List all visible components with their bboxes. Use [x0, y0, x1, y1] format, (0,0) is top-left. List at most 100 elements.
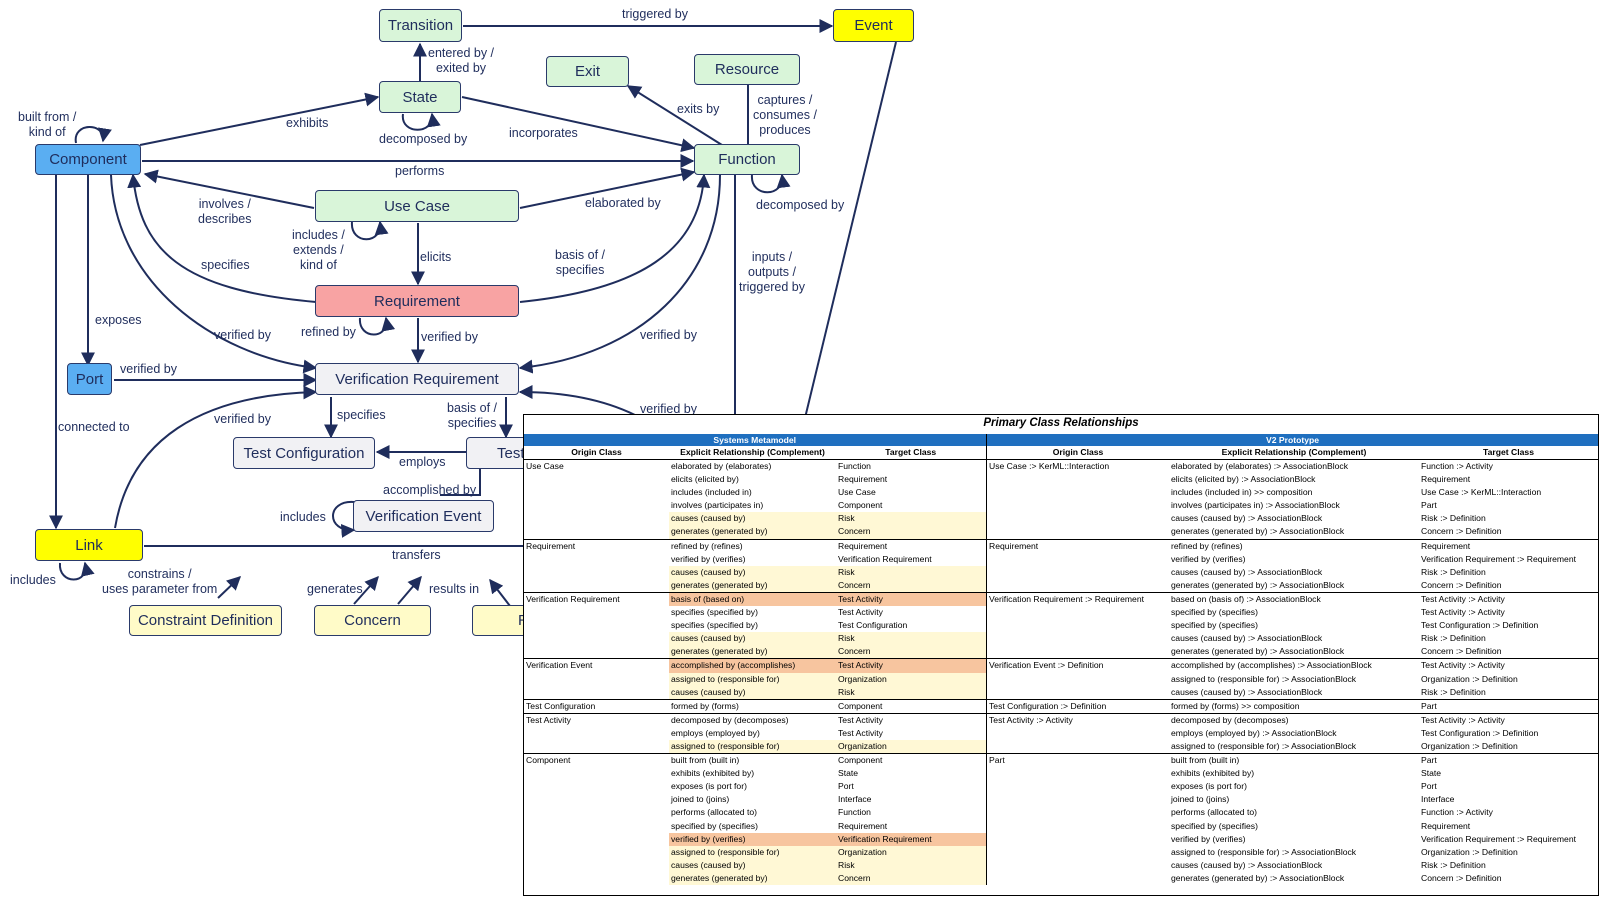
- target-cell: Concern :> Definition: [1421, 646, 1502, 657]
- col-header-relationship: Explicit Relationship (Complement): [680, 447, 825, 457]
- table-row: specified by (specifies)Requirement: [524, 820, 986, 833]
- relationship-cell: specified by (specifies): [1171, 620, 1258, 631]
- table-row: verified by (verifies) Verification Requi…: [987, 833, 1598, 846]
- node-link[interactable]: Link: [35, 529, 143, 561]
- relationship-cell: performs (allocated to): [671, 807, 757, 818]
- origin-cell: [524, 780, 669, 793]
- origin-cell: [987, 673, 1169, 686]
- relationship-table-panel: Primary Class Relationships Systems Meta…: [523, 414, 1599, 896]
- relationship-cell: decomposed by (decomposes): [1169, 712, 1419, 727]
- origin-cell: Component: [524, 753, 669, 768]
- origin-cell: [987, 859, 1169, 872]
- label-performs: performs: [395, 164, 445, 178]
- origin-cell: [524, 673, 669, 686]
- table-row: causes (caused by)Risk: [524, 512, 986, 526]
- relationship-cell: decomposed by (decomposes): [669, 712, 836, 727]
- target-cell: Requirement: [1419, 538, 1598, 553]
- target-cell: Function: [838, 807, 871, 818]
- label-exits-by: exits by: [677, 102, 720, 116]
- origin-cell: [987, 780, 1169, 793]
- relationship-cell: employs (employed by) :> AssociationBloc…: [1171, 727, 1337, 738]
- label-specifies-vr: specifies: [337, 408, 386, 422]
- node-use-case[interactable]: Use Case: [315, 190, 519, 222]
- relationship-cell: generates (generated by) :> AssociationB…: [1171, 526, 1345, 537]
- node-transition[interactable]: Transition: [379, 9, 462, 42]
- relationship-cell: causes (caused by): [669, 632, 836, 646]
- target-cell: Organization :> Definition: [1421, 673, 1518, 684]
- target-cell: Risk :> Definition: [1421, 513, 1486, 524]
- node-verification-requirement[interactable]: Verification Requirement: [315, 363, 519, 395]
- node-port[interactable]: Port: [67, 363, 112, 395]
- target-cell: Verification Requirement :> Requirement: [1421, 833, 1577, 844]
- node-state[interactable]: State: [379, 81, 461, 113]
- origin-cell: [524, 846, 669, 859]
- table-row: joined to (joins)Interface: [987, 793, 1598, 806]
- target-cell: Organization: [836, 672, 986, 686]
- section-header-systems-metamodel: Systems Metamodel: [524, 434, 986, 446]
- origin-cell: [987, 740, 1169, 754]
- table-row: performs (allocated to)Function :> Activ…: [987, 806, 1598, 819]
- target-cell: Concern: [836, 871, 986, 885]
- origin-cell: [987, 767, 1169, 780]
- relationship-cell: verified by (verifies): [671, 553, 746, 564]
- relationship-cell: basis of (based on): [669, 591, 836, 607]
- target-cell: Test Activity :> Activity: [1419, 591, 1598, 607]
- node-constraint-definition[interactable]: Constraint Definition: [129, 605, 282, 636]
- origin-cell: [987, 579, 1169, 593]
- origin-cell: [987, 793, 1169, 806]
- label-includes-link: includes: [10, 573, 56, 587]
- relationship-cell: formed by (forms) >> composition: [1169, 698, 1419, 714]
- node-exit[interactable]: Exit: [546, 56, 629, 87]
- relationship-cell: verified by (verifies): [1171, 833, 1246, 844]
- origin-cell: [987, 606, 1169, 619]
- node-requirement[interactable]: Requirement: [315, 285, 519, 317]
- relationship-cell: elaborated by (elaborates): [669, 459, 836, 474]
- node-event[interactable]: Event: [833, 9, 914, 42]
- origin-cell: Test Configuration :> Definition: [987, 698, 1169, 714]
- relationship-cell: exposes (is port for): [1171, 781, 1247, 792]
- relationship-cell: causes (caused by): [669, 685, 836, 700]
- relationship-cell: includes (included in): [671, 487, 752, 498]
- target-cell: Organization :> Definition: [1421, 740, 1518, 751]
- label-elaborated-by: elaborated by: [585, 196, 661, 210]
- label-verified-by-event: verified by: [640, 402, 697, 416]
- table-row: generates (generated by) :> AssociationB…: [987, 579, 1598, 593]
- target-cell: Test Activity: [838, 607, 883, 618]
- origin-cell: [524, 619, 669, 632]
- label-incorporates: incorporates: [509, 126, 578, 140]
- target-cell: Concern: [836, 525, 986, 540]
- target-cell: Function: [836, 459, 986, 474]
- table-row: causes (caused by)Risk: [524, 632, 986, 646]
- node-function[interactable]: Function: [694, 144, 800, 175]
- loop-link: [58, 561, 95, 581]
- relationship-cell: based on (basis of) :> AssociationBlock: [1169, 591, 1419, 607]
- origin-cell: [524, 632, 669, 645]
- origin-cell: [987, 619, 1169, 632]
- target-cell: Component: [838, 500, 883, 511]
- table-row: exposes (is port for)Port: [987, 780, 1598, 793]
- target-cell: Risk: [836, 685, 986, 700]
- node-verification-event[interactable]: Verification Event: [353, 500, 494, 532]
- edge-involves: [143, 169, 315, 209]
- table-row: generates (generated by)Concern: [524, 525, 986, 540]
- edge-elaborated-by: [519, 167, 696, 209]
- node-resource[interactable]: Resource: [694, 54, 800, 85]
- origin-cell: Requirement: [524, 538, 669, 553]
- target-cell: Verification Requirement: [836, 832, 986, 846]
- relationship-cell: specified by (specifies): [1171, 607, 1258, 618]
- node-test-configuration[interactable]: Test Configuration: [233, 437, 375, 469]
- node-component[interactable]: Component: [35, 144, 141, 175]
- origin-cell: [987, 872, 1169, 885]
- node-concern[interactable]: Concern: [314, 605, 431, 636]
- origin-cell: Requirement: [987, 538, 1169, 553]
- relationship-cell: accomplished by (accomplishes): [669, 658, 836, 673]
